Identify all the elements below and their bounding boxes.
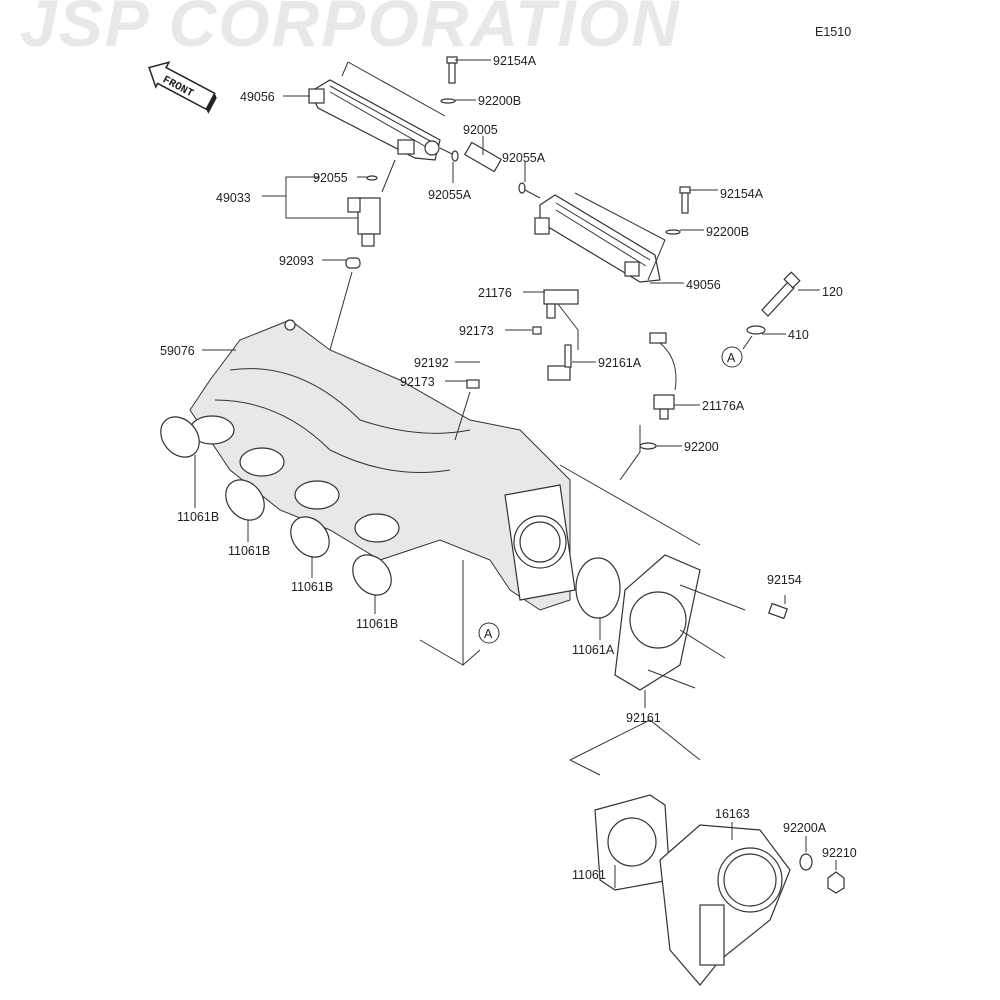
part-label[interactable]: 92200B: [706, 225, 749, 239]
bolt-120: [746, 271, 801, 335]
part-label[interactable]: 92200A: [783, 821, 827, 835]
part-label[interactable]: 11061B: [177, 510, 219, 524]
part-label[interactable]: 120: [822, 285, 843, 299]
part-label[interactable]: 92161A: [598, 356, 642, 370]
intake-manifold-59076: [189, 319, 576, 611]
part-label[interactable]: 49056: [686, 278, 721, 292]
injector-49033: [329, 159, 396, 351]
part-label[interactable]: 92055: [313, 171, 348, 185]
fuel-rail-top: [308, 79, 441, 161]
gasket-11061: [594, 794, 671, 891]
part-label[interactable]: 11061B: [356, 617, 398, 631]
sensor-21176A: [639, 332, 677, 450]
leader-lines: [194, 59, 837, 888]
part-label[interactable]: 92200B: [478, 94, 521, 108]
part-label[interactable]: 59076: [160, 344, 195, 358]
part-label[interactable]: 11061B: [228, 544, 270, 558]
fuel-rail-right: [534, 186, 691, 283]
part-label[interactable]: 49033: [216, 191, 251, 205]
joint-92005: [439, 141, 541, 199]
gaskets-11061B: [160, 416, 392, 596]
part-label[interactable]: 92055A: [502, 151, 546, 165]
part-label[interactable]: 92210: [822, 846, 857, 860]
throttle-body-16163: [659, 824, 845, 986]
part-label[interactable]: 92005: [463, 123, 498, 137]
part-label[interactable]: 92161: [626, 711, 661, 725]
part-label[interactable]: 92173: [400, 375, 435, 389]
svg-text:A: A: [484, 627, 493, 641]
part-labels: E1510 92154A 49056 92200B 92005 92055A 9…: [160, 25, 857, 882]
part-label[interactable]: 11061B: [291, 580, 333, 594]
part-label[interactable]: 92093: [279, 254, 314, 268]
part-label[interactable]: 11061: [572, 868, 606, 882]
sensor-21176: [466, 289, 579, 397]
svg-text:A: A: [727, 351, 736, 365]
callout-a-lower: A: [478, 622, 500, 644]
front-arrow-icon: FRONT: [148, 61, 217, 114]
part-label[interactable]: 92173: [459, 324, 494, 338]
gasket-11061A: [575, 557, 621, 619]
part-label[interactable]: 92192: [414, 356, 449, 370]
spacer-92161: [614, 554, 788, 691]
part-label[interactable]: 92200: [684, 440, 719, 454]
part-label[interactable]: 92154A: [493, 54, 537, 68]
watermark: JSP CORPORATION: [20, 0, 681, 60]
diagram-code: E1510: [815, 25, 851, 39]
part-label[interactable]: 21176A: [702, 399, 745, 413]
part-label[interactable]: 92154: [767, 573, 802, 587]
part-label[interactable]: 21176: [478, 286, 512, 300]
part-label[interactable]: 16163: [715, 807, 750, 821]
part-label[interactable]: 49056: [240, 90, 275, 104]
part-label[interactable]: 92154A: [720, 187, 764, 201]
part-label[interactable]: 410: [788, 328, 809, 342]
part-label[interactable]: 92055A: [428, 188, 472, 202]
bolt-92154A-top: [440, 56, 458, 104]
part-label[interactable]: 11061A: [572, 643, 615, 657]
callout-a-upper: A: [721, 346, 743, 368]
